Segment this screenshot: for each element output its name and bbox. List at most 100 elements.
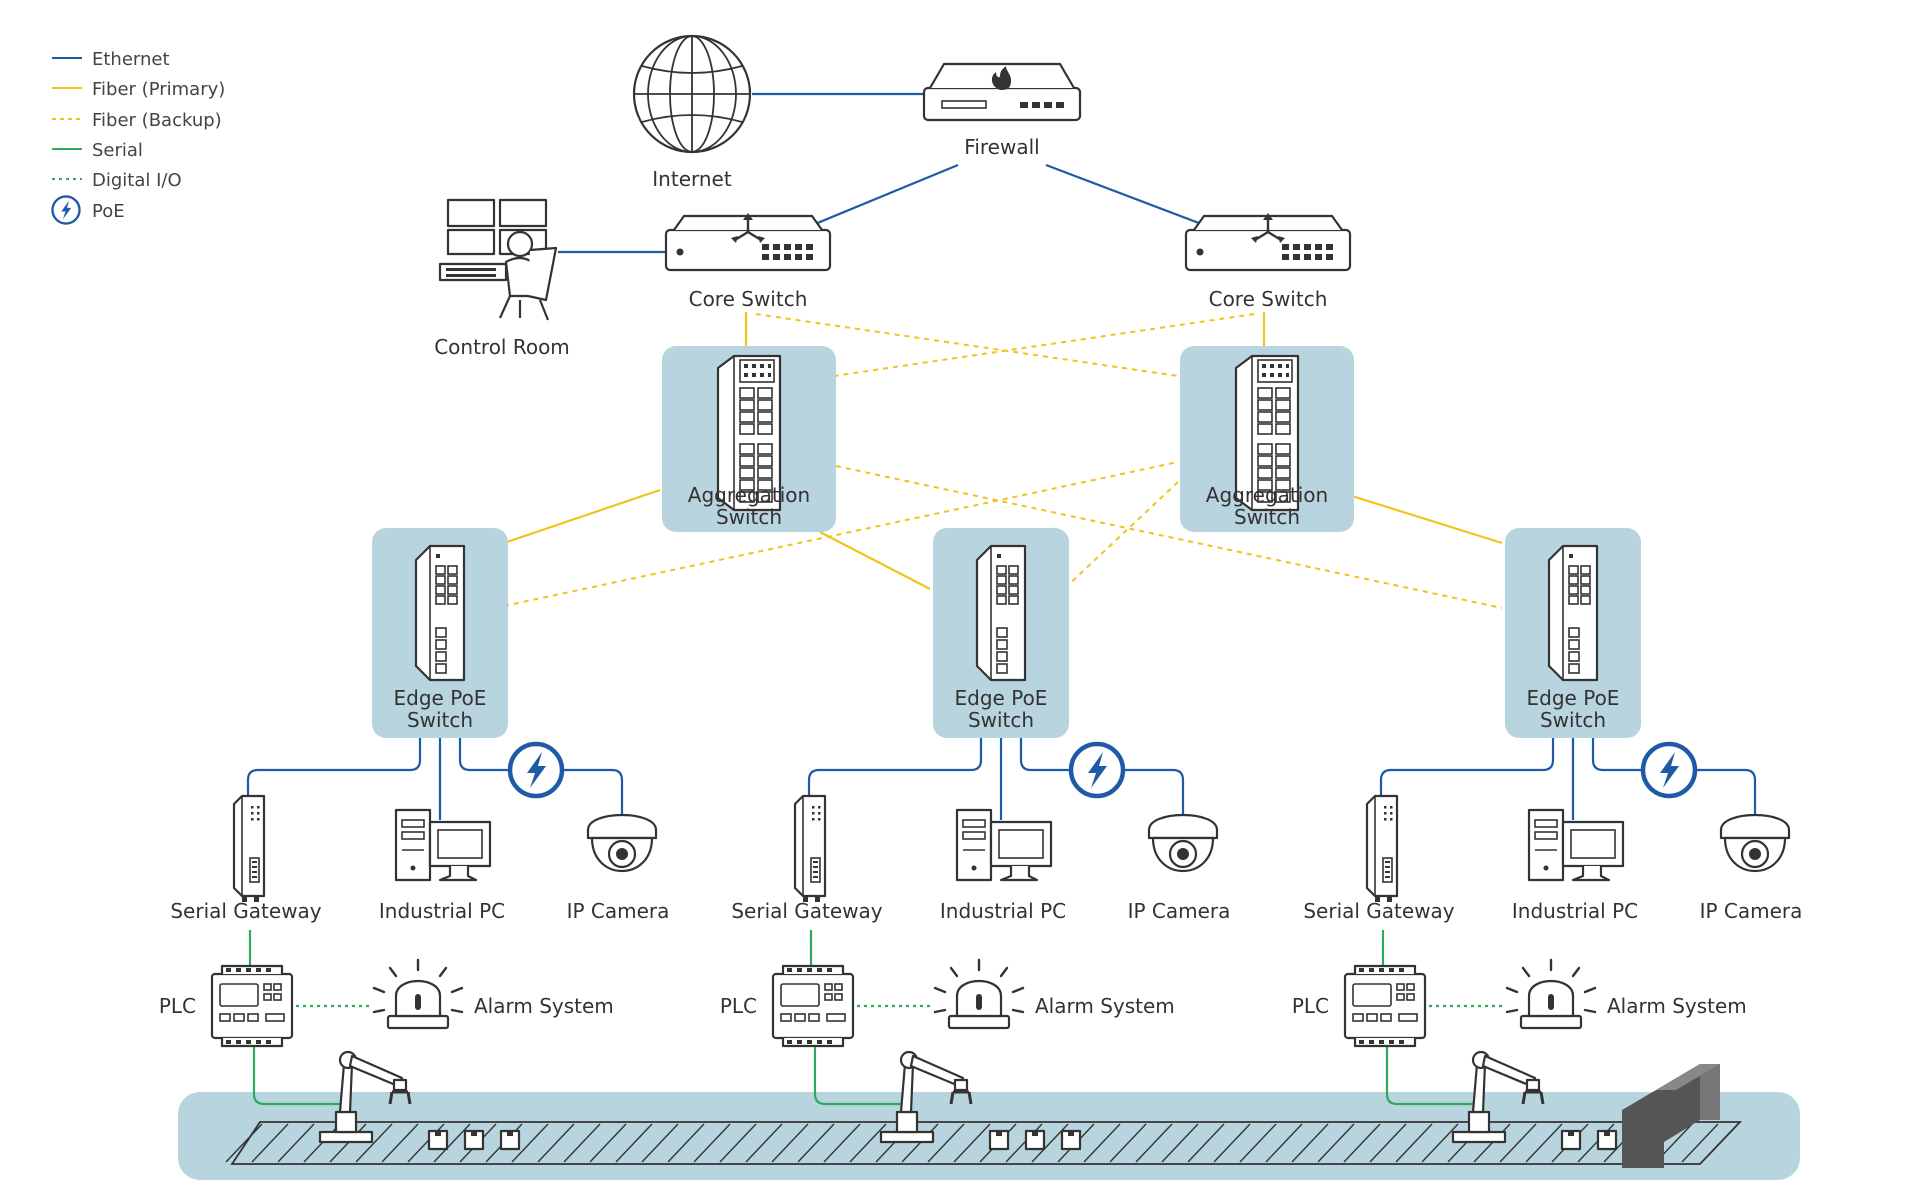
alarm-system-label: Alarm System (1607, 994, 1747, 1018)
aggregation-left-label-line2: Switch (716, 505, 782, 529)
plc-icon (210, 964, 294, 1048)
poe-icon (1643, 744, 1695, 796)
industrial-pc-icon (394, 808, 492, 882)
legend-fiber-primary: Fiber (Primary) (52, 79, 225, 100)
legend-digital-io: Digital I/O (52, 170, 182, 191)
poe-icon (510, 744, 562, 796)
plc-label: PLC (159, 994, 196, 1018)
ip-camera-label: IP Camera (1128, 899, 1231, 923)
edge-switch-label-line2: Switch (1540, 708, 1606, 732)
aggregation-switch-left: Aggregation Switch (662, 346, 836, 532)
legend-poe: PoE (51, 195, 125, 225)
internet-node: Internet (632, 34, 752, 191)
legend-serial: Serial (52, 140, 143, 161)
plc: PLC (720, 964, 855, 1048)
dome-camera-icon (586, 813, 658, 873)
internet-label: Internet (652, 167, 732, 191)
core-switch-right-label: Core Switch (1209, 287, 1328, 311)
industrial-pc-label: Industrial PC (379, 899, 505, 923)
alarm-system: Alarm System (1505, 958, 1747, 1030)
plc-label: PLC (720, 994, 757, 1018)
industrial-pc-label: Industrial PC (940, 899, 1066, 923)
poe-icon (51, 195, 81, 225)
serial-gateway-label: Serial Gateway (170, 899, 321, 923)
product-box-icon (1024, 1129, 1046, 1151)
edge-switch-label-line1: Edge PoE (955, 686, 1048, 710)
legend-ethernet-label: Ethernet (92, 49, 170, 70)
ip-camera-label: IP Camera (567, 899, 670, 923)
legend-fiber-primary-label: Fiber (Primary) (92, 79, 225, 100)
serial-gateway-icon (232, 794, 266, 904)
legend: Ethernet Fiber (Primary) Fiber (Backup) … (51, 49, 225, 225)
core-switch-icon (1184, 211, 1352, 272)
ip-camera: IP Camera (1700, 813, 1803, 923)
serial-gateway-label: Serial Gateway (731, 899, 882, 923)
dome-camera-icon (1719, 813, 1791, 873)
dome-camera-icon (1147, 813, 1219, 873)
serial-gateway-icon (1365, 794, 1399, 904)
industrial-pc-icon (955, 808, 1053, 882)
industrial-pc: Industrial PC (379, 808, 505, 923)
firewall-label: Firewall (964, 135, 1039, 159)
edge-switch-label-line2: Switch (968, 708, 1034, 732)
alarm-system-label: Alarm System (1035, 994, 1175, 1018)
product-box-icon (1060, 1129, 1082, 1151)
control-room-node: Control Room (434, 198, 570, 359)
plc-icon (1343, 964, 1427, 1048)
control-room-label: Control Room (434, 335, 570, 359)
edge-switch-icon (414, 544, 466, 682)
serial-gateway-label: Serial Gateway (1303, 899, 1454, 923)
edge-switch-icon (975, 544, 1027, 682)
legend-fiber-backup: Fiber (Backup) (52, 110, 222, 131)
industrial-pc: Industrial PC (1512, 808, 1638, 923)
alarm-system-label: Alarm System (474, 994, 614, 1018)
product-box-icon (499, 1129, 521, 1151)
operator-workstation-icon (438, 198, 558, 321)
product-box-icon (463, 1129, 485, 1151)
aggregation-right-label-line1: Aggregation (1206, 483, 1328, 507)
ip-camera: IP Camera (567, 813, 670, 923)
serial-gateway: Serial Gateway (170, 794, 322, 923)
serial-gateway: Serial Gateway (731, 794, 883, 923)
legend-ethernet: Ethernet (52, 49, 170, 70)
product-box-icon (1560, 1129, 1582, 1151)
alarm-system: Alarm System (933, 958, 1175, 1030)
product-box-icon (1596, 1129, 1618, 1151)
industrial-pc-icon (1527, 808, 1625, 882)
plc: PLC (1292, 964, 1427, 1048)
aggregation-right-label-line2: Switch (1234, 505, 1300, 529)
firewall-node: Firewall (922, 62, 1082, 159)
edge-switch-label-line1: Edge PoE (1527, 686, 1620, 710)
legend-serial-label: Serial (92, 140, 143, 161)
poe-icon (1071, 744, 1123, 796)
end-station (1622, 1064, 1720, 1168)
plc-label: PLC (1292, 994, 1329, 1018)
ip-camera: IP Camera (1128, 813, 1231, 923)
edge-switch-label-line1: Edge PoE (394, 686, 487, 710)
core-switch-right: Core Switch (1184, 211, 1352, 311)
edge-switch-label-line2: Switch (407, 708, 473, 732)
globe-icon (632, 34, 752, 154)
product-box-icon (988, 1129, 1010, 1151)
edge-switch-icon (1547, 544, 1599, 682)
alarm-light-icon (1505, 958, 1597, 1030)
core-switch-left: Core Switch (664, 211, 832, 311)
ip-camera-label: IP Camera (1700, 899, 1803, 923)
core-switch-icon (664, 211, 832, 272)
aggregation-switch-right: Aggregation Switch (1180, 346, 1354, 532)
core-switch-left-label: Core Switch (689, 287, 808, 311)
aggregation-left-label-line1: Aggregation (688, 483, 810, 507)
serial-gateway-icon (793, 794, 827, 904)
legend-fiber-backup-label: Fiber (Backup) (92, 110, 222, 131)
serial-gateway: Serial Gateway (1303, 794, 1455, 923)
plc-icon (771, 964, 855, 1048)
alarm-light-icon (372, 958, 464, 1030)
industrial-pc-label: Industrial PC (1512, 899, 1638, 923)
